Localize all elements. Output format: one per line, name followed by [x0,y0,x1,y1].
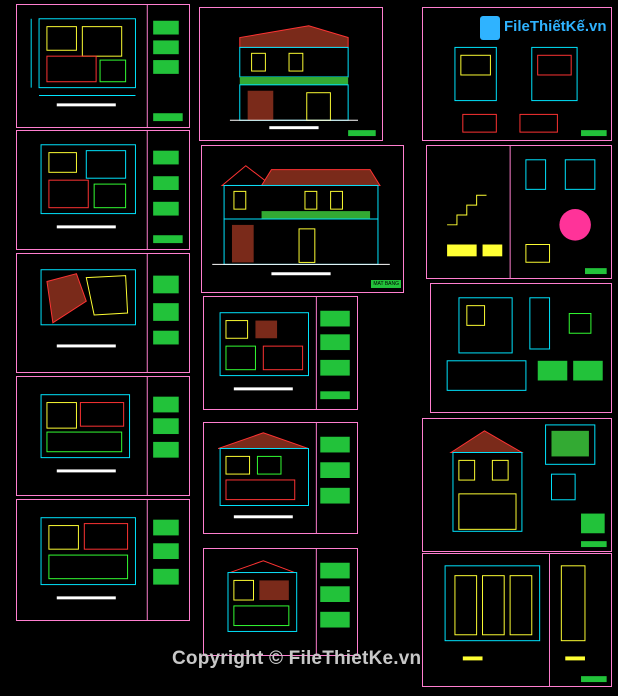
floor-plan-drawing [40,131,183,249]
detail-drawing [454,46,607,137]
drawing-sheet-plan-2[interactable] [16,130,190,250]
floor-plan-drawing [40,377,179,495]
drawing-sheet-stair-detail[interactable] [426,145,612,279]
detail-drawing [446,297,603,391]
drawing-sheet-plan-4[interactable] [16,499,190,621]
drawing-sheet-section-c[interactable] [203,548,358,656]
logo-text: FileThiếtKế.vn [504,18,607,35]
section-drawing [227,549,350,655]
roof-plan-drawing [40,254,179,372]
stair-detail-drawing [447,146,607,278]
logo-icon [480,16,500,40]
drawing-sheet-detail-1[interactable] [422,7,612,141]
title-stamp: MAT BANG [371,280,401,288]
gate-detail-drawing [444,554,607,686]
drawing-sheet-side-elevation[interactable]: MAT BANG [201,145,404,293]
section-drawing [219,297,350,409]
section-drawing [217,423,350,533]
drawing-sheet-facade-detail[interactable] [422,418,612,552]
drawing-sheet-section-a[interactable] [203,296,358,410]
floor-plan-drawing [30,5,183,127]
drawing-sheet-gate-detail[interactable] [422,553,612,687]
drawing-sheet-roof-plan[interactable] [16,253,190,373]
drawing-sheet-section-b[interactable] [203,422,358,534]
site-logo[interactable]: FileThiếtKế.vn [478,14,607,44]
facade-detail-drawing [449,424,607,548]
floor-plan-drawing [40,500,179,620]
drawing-sheet-detail-2[interactable] [430,283,612,413]
drawing-sheet-front-elevation[interactable] [199,7,383,141]
drawing-sheet-plan-1[interactable] [16,4,190,128]
drawing-sheet-plan-3[interactable] [16,376,190,496]
elevation-drawing [229,25,376,137]
elevation-drawing [212,165,390,276]
copyright-watermark: Copyright © FileThietKe.vn [172,648,422,669]
